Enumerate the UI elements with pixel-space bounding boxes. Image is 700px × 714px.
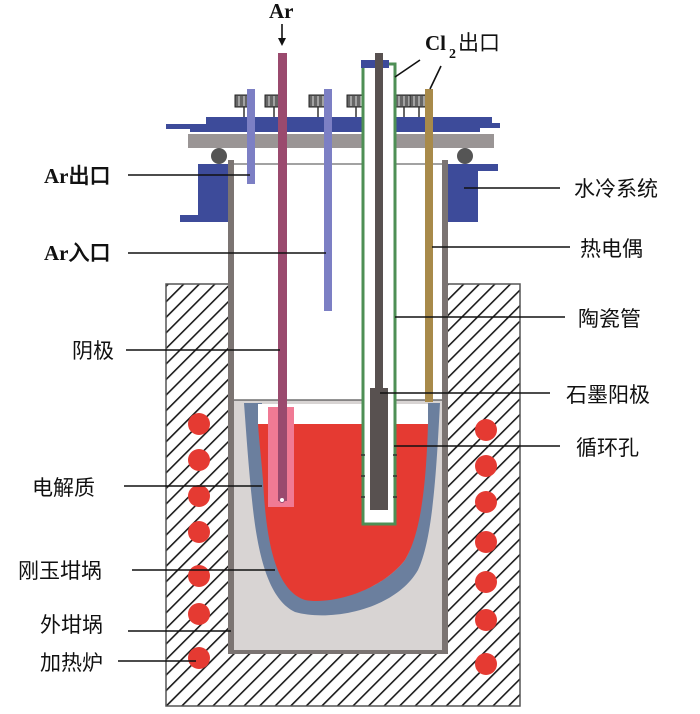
label-graphite-anode: 石墨阳极 bbox=[566, 383, 650, 407]
heater-coil-left bbox=[188, 485, 210, 507]
lid-bolts bbox=[234, 94, 429, 117]
graphite-anode bbox=[370, 53, 388, 510]
lid-assembly bbox=[166, 117, 500, 165]
label-electrolyte: 电解质 bbox=[32, 476, 95, 500]
heater-coil-left bbox=[188, 603, 210, 625]
ar-inlet-tube bbox=[324, 89, 332, 311]
heater-coils bbox=[188, 413, 497, 675]
thermocouple bbox=[425, 89, 433, 402]
outer-crucible-right-wall bbox=[442, 160, 448, 652]
label-ceramic-tube: 陶瓷管 bbox=[578, 307, 641, 331]
heater-coil-left bbox=[188, 565, 210, 587]
heater-coil-right bbox=[475, 609, 497, 631]
heater-coil-left bbox=[188, 413, 210, 435]
water-cooling-system bbox=[180, 164, 498, 222]
label-cathode: 阴极 bbox=[72, 339, 114, 363]
heater-coil-right bbox=[475, 491, 497, 513]
cl2-subscript: 2 bbox=[449, 47, 456, 62]
heater-coil-left bbox=[188, 647, 210, 669]
graphite-anode-rod bbox=[375, 53, 383, 393]
seal-ring-right bbox=[457, 148, 473, 164]
label-thermocouple: 热电偶 bbox=[580, 237, 643, 261]
lid-bolt bbox=[308, 94, 328, 117]
cathode bbox=[268, 53, 294, 507]
label-water-cooling-system: 水冷系统 bbox=[574, 177, 658, 201]
left-labels: Ar出口 Ar入口 阴极 电解质 刚玉坩埚 外坩埚 加热炉 bbox=[18, 164, 326, 675]
cl2-outlet-label: Cl 2 出口 bbox=[394, 31, 500, 90]
lid-plate bbox=[166, 117, 500, 132]
support-plate bbox=[188, 134, 494, 148]
label-heating-furnace: 加热炉 bbox=[40, 651, 103, 675]
heater-coil-right bbox=[475, 531, 497, 553]
label-circulation-hole: 循环孔 bbox=[576, 436, 639, 460]
label-ar-outlet: Ar出口 bbox=[44, 164, 111, 188]
label-outer-crucible: 外坩埚 bbox=[40, 613, 103, 637]
cl2-suffix: 出口 bbox=[458, 31, 500, 55]
heater-coil-right bbox=[475, 653, 497, 675]
ar-arrow-label: Ar bbox=[269, 0, 294, 23]
heater-coil-left bbox=[188, 521, 210, 543]
heater-coil-right bbox=[475, 455, 497, 477]
circulation-holes bbox=[361, 454, 397, 498]
cathode-rod bbox=[278, 53, 287, 501]
heater-coil-left bbox=[188, 449, 210, 471]
seal-ring-left bbox=[211, 148, 227, 164]
heater-coil-right bbox=[475, 419, 497, 441]
ar-outlet-tube bbox=[247, 89, 255, 184]
lid-bolt bbox=[346, 94, 366, 117]
label-ar-inlet: Ar入口 bbox=[44, 241, 111, 265]
cl2-main: Cl bbox=[425, 31, 446, 55]
right-labels: 水冷系统 热电偶 陶瓷管 石墨阳极 循环孔 bbox=[380, 177, 658, 460]
heater-coil-right bbox=[475, 571, 497, 593]
outer-crucible-left-wall bbox=[228, 160, 234, 652]
label-corundum-crucible: 刚玉坩埚 bbox=[18, 559, 102, 583]
graphite-anode-block bbox=[370, 388, 388, 510]
ar-inlet-arrow bbox=[278, 24, 286, 46]
